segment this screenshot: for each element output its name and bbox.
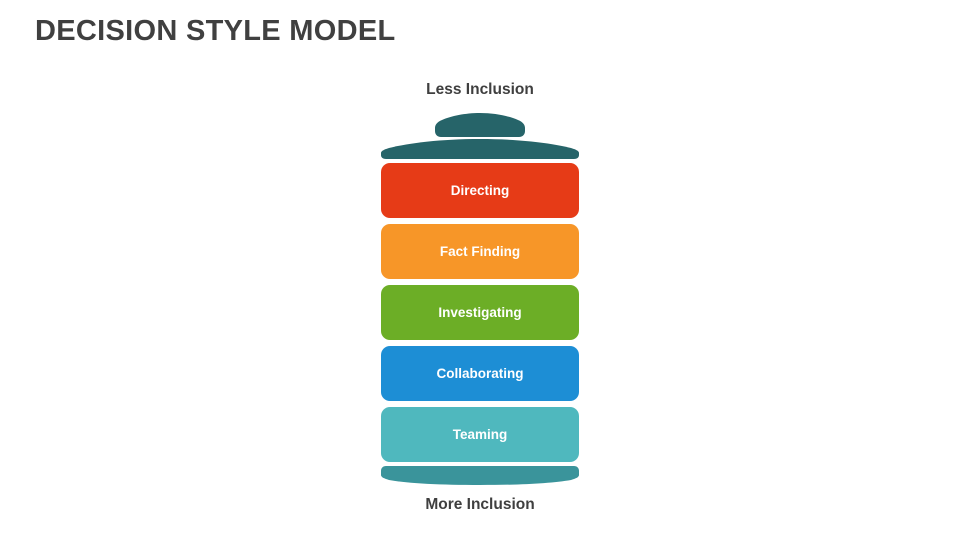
bar-teaming: Teaming — [381, 407, 579, 462]
decision-stack-diagram: Less Inclusion Directing Fact Finding In… — [380, 0, 580, 540]
battery-shoulder-icon — [381, 139, 579, 159]
bar-collaborating-label: Collaborating — [436, 366, 524, 381]
bar-teaming-label: Teaming — [452, 427, 508, 442]
bar-fact-finding-label: Fact Finding — [439, 244, 521, 259]
bar-directing: Directing — [381, 163, 579, 218]
bar-directing-label: Directing — [450, 183, 510, 198]
bar-investigating-label: Investigating — [438, 305, 522, 320]
battery-base-icon — [381, 466, 579, 485]
decision-style-bars: Directing Fact Finding Investigating Col… — [381, 163, 579, 462]
bar-investigating: Investigating — [381, 285, 579, 340]
battery-cap-icon — [435, 113, 525, 137]
more-inclusion-label: More Inclusion — [425, 496, 535, 513]
bar-fact-finding: Fact Finding — [381, 224, 579, 279]
page-title: DECISION STYLE MODEL — [35, 15, 396, 47]
less-inclusion-label: Less Inclusion — [426, 81, 534, 98]
bar-collaborating: Collaborating — [381, 346, 579, 401]
